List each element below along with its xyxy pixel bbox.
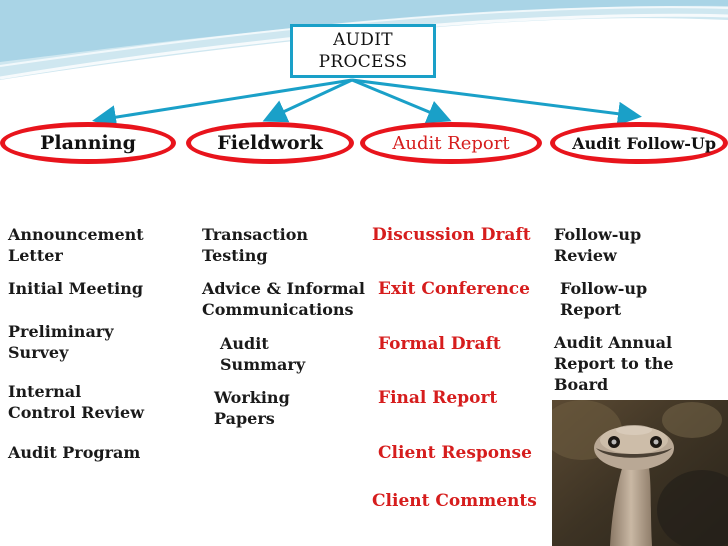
phase-planning-label: Planning xyxy=(40,132,136,154)
planning-item-preliminary-survey: Preliminary Survey xyxy=(8,322,114,362)
report-item-discussion-draft: Discussion Draft xyxy=(372,225,531,245)
planning-item-audit-program: Audit Program xyxy=(8,443,141,462)
planning-item-initial-meeting: Initial Meeting xyxy=(8,279,144,298)
phase-fieldwork: Fieldwork xyxy=(186,122,354,164)
report-item-client-comments: Client Comments xyxy=(372,491,537,511)
planning-item-internal-control-review: Internal Control Review xyxy=(8,382,144,422)
followup-item-annual-report: Audit Annual Report to the Board xyxy=(554,333,674,394)
connector-arrows xyxy=(92,78,642,130)
followup-item-report: Follow-up Report xyxy=(560,279,648,319)
audit-process-title-box: AUDIT PROCESS xyxy=(290,24,436,78)
phase-audit-follow-up-label: Audit Follow-Up xyxy=(572,133,716,153)
phase-fieldwork-label: Fieldwork xyxy=(217,132,323,154)
arrow-to-follow-up xyxy=(351,78,642,126)
planning-item-announcement-letter: Announcement Letter xyxy=(8,225,144,265)
report-item-exit-conference: Exit Conference xyxy=(378,279,530,299)
fieldwork-item-transaction-testing: Transaction Testing xyxy=(202,225,309,265)
phase-audit-report: Audit Report xyxy=(360,122,542,164)
arrow-to-fieldwork xyxy=(262,78,353,123)
title-line-2: PROCESS xyxy=(318,52,408,72)
phase-audit-follow-up: Audit Follow-Up xyxy=(550,122,728,164)
fieldwork-item-advice-communications: Advice & Informal Communications xyxy=(202,279,365,319)
report-item-final-report: Final Report xyxy=(378,388,498,408)
ostrich-photo xyxy=(552,400,728,546)
arrow-to-planning xyxy=(92,78,353,130)
title-line-1: AUDIT xyxy=(333,30,393,50)
fieldwork-item-audit-summary: Audit Summary xyxy=(220,334,306,374)
arrow-to-audit-report xyxy=(351,78,452,124)
phase-audit-report-label: Audit Report xyxy=(392,132,510,154)
report-item-client-response: Client Response xyxy=(378,443,532,463)
fieldwork-item-working-papers: Working Papers xyxy=(214,388,290,428)
followup-item-review: Follow-up Review xyxy=(554,225,642,265)
phase-planning: Planning xyxy=(0,122,176,164)
report-item-formal-draft: Formal Draft xyxy=(378,334,501,354)
